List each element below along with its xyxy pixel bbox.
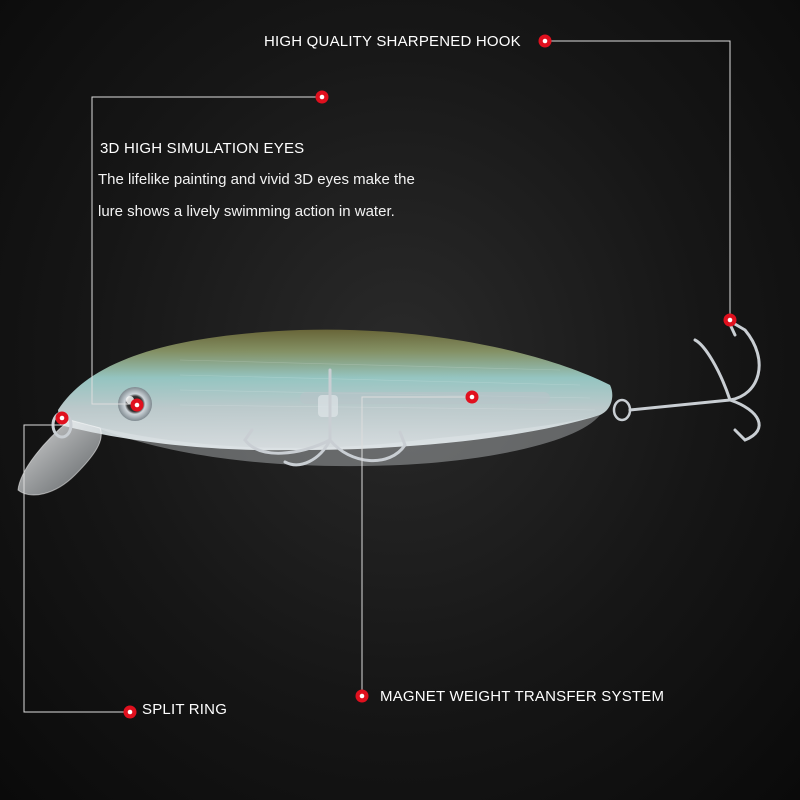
split-ring-callout-label: SPLIT RING — [142, 701, 228, 718]
eyes-callout-desc-line2: lure shows a lively swimming action in w… — [98, 203, 395, 220]
eyes-leader — [91, 96, 322, 405]
eye-point-marker — [130, 398, 144, 412]
lure-lip — [17, 419, 102, 496]
split-ring-leader — [23, 424, 130, 713]
hook-marker — [538, 34, 552, 48]
magnet-point-marker — [465, 390, 479, 404]
tail-treble-hook — [612, 316, 761, 442]
eyes-callout-desc-line1: The lifelike painting and vivid 3D eyes … — [98, 171, 415, 188]
magnet-callout-label: MAGNET WEIGHT TRANSFER SYSTEM — [380, 688, 665, 705]
callout-markers — [55, 34, 737, 719]
belly-treble-hook — [243, 368, 407, 467]
eyes-callout-title: 3D HIGH SIMULATION EYES — [100, 140, 305, 157]
magnet-leader — [361, 396, 472, 695]
hook-leader — [545, 40, 731, 320]
magnet-marker — [355, 689, 369, 703]
lure-belly — [90, 415, 600, 467]
split-ring-marker — [123, 705, 137, 719]
lure-body — [58, 329, 613, 451]
eyes-marker — [315, 90, 329, 104]
leader-lines — [23, 40, 731, 713]
hook-point-marker — [723, 313, 737, 327]
hook-callout-label: HIGH QUALITY SHARPENED HOOK — [264, 33, 521, 50]
split-ring-point-marker — [55, 411, 69, 425]
